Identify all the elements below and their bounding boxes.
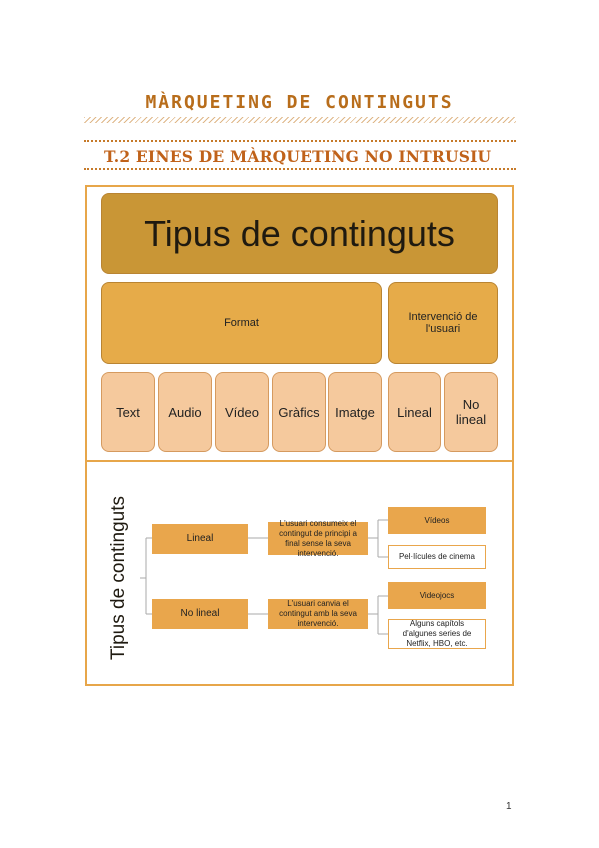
videojocs-node: Videojocs bbox=[388, 582, 486, 609]
diagram-frame-divider bbox=[85, 460, 514, 462]
format-box: Format bbox=[101, 282, 382, 364]
no-lineal-node: No lineal bbox=[152, 599, 248, 629]
page-number: 1 bbox=[506, 801, 512, 812]
lineal-box: Lineal bbox=[388, 372, 441, 452]
video-box: Vídeo bbox=[215, 372, 269, 452]
videos-node: Vídeos bbox=[388, 507, 486, 534]
pelicules-node: Pel·lícules de cinema bbox=[388, 545, 486, 569]
tipus-continguts-box: Tipus de continguts bbox=[101, 193, 498, 274]
imatge-box: Imatge bbox=[328, 372, 382, 452]
decorative-wavy-line bbox=[84, 117, 516, 123]
root-vertical-label: Tipus de continguts bbox=[104, 496, 134, 660]
lineal-description-node: L'usuari consumeix el contingut de princ… bbox=[268, 519, 368, 558]
grafics-box: Gràfics bbox=[272, 372, 326, 452]
intervencio-box: Intervenció de l'usuari bbox=[388, 282, 498, 364]
document-header-title: MÀRQUETING DE CONTINGUTS bbox=[145, 92, 454, 113]
no-lineal-description-node: L'usuari canvia el contingut amb la seva… bbox=[268, 599, 368, 629]
dotted-rule-top bbox=[84, 140, 516, 142]
no-lineal-box: No lineal bbox=[444, 372, 498, 452]
section-title: T.2 EINES DE MÀRQUETING NO INTRUSIU bbox=[104, 147, 492, 166]
text-box: Text bbox=[101, 372, 155, 452]
root-label: Tipus de continguts bbox=[108, 495, 129, 661]
audio-box: Audio bbox=[158, 372, 212, 452]
diagram-frame bbox=[85, 185, 514, 686]
lineal-node: Lineal bbox=[152, 524, 248, 554]
capitols-node: Alguns capítols d'algunes series de Netf… bbox=[388, 619, 486, 649]
dotted-rule-bottom bbox=[84, 168, 516, 170]
